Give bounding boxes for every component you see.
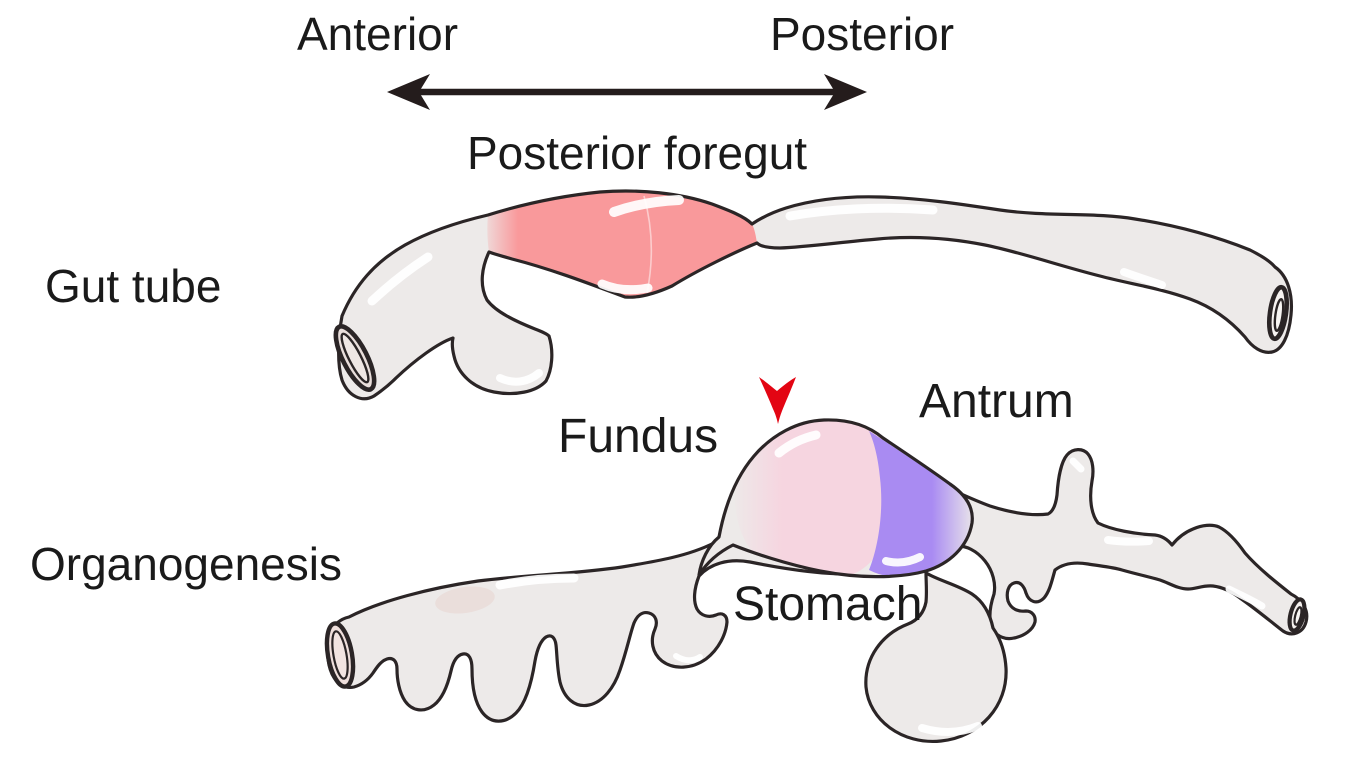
highlight xyxy=(1069,457,1085,473)
stomach-label: Stomach xyxy=(733,578,923,631)
anterior-opening-icon xyxy=(333,324,377,392)
highlight xyxy=(1104,536,1153,546)
arrowhead-left-icon xyxy=(387,74,430,110)
highlight xyxy=(774,430,821,458)
fundus-region xyxy=(734,419,890,577)
gut-tube-label: Gut tube xyxy=(45,260,222,312)
antrum-label: Antrum xyxy=(919,375,1074,428)
posterior-foregut-label: Posterior foregut xyxy=(467,127,808,179)
highlight xyxy=(1120,268,1166,289)
posterior-label: Posterior xyxy=(770,8,955,60)
organogenesis-anterior-opening-icon xyxy=(324,621,356,689)
anterior-posterior-arrow-icon xyxy=(387,74,867,110)
organogenesis-illustration xyxy=(116,0,1309,743)
fundus-label: Fundus xyxy=(558,410,719,463)
highlight xyxy=(882,553,924,567)
anterior-label: Anterior xyxy=(297,8,459,60)
posterior-opening-icon xyxy=(1266,284,1290,342)
highlight xyxy=(495,573,579,590)
antrum-region xyxy=(869,431,973,577)
highlight xyxy=(597,279,653,295)
ventral-sac xyxy=(864,571,1008,743)
arrowhead-right-icon xyxy=(824,74,867,110)
highlight xyxy=(785,203,938,221)
highlight xyxy=(1225,585,1266,610)
highlight xyxy=(496,369,543,386)
highlight xyxy=(673,653,703,664)
red-pointer-arrow-icon xyxy=(759,377,796,424)
organogenesis-posterior-opening-icon xyxy=(1287,597,1307,633)
stomach-body xyxy=(697,418,974,579)
highlight xyxy=(609,195,684,217)
highlight xyxy=(918,722,982,736)
gut-tube-illustration xyxy=(333,189,1294,401)
organogenesis-label: Organogenesis xyxy=(30,538,342,590)
highlight xyxy=(367,252,433,306)
tissue-tint-patch xyxy=(435,586,495,614)
